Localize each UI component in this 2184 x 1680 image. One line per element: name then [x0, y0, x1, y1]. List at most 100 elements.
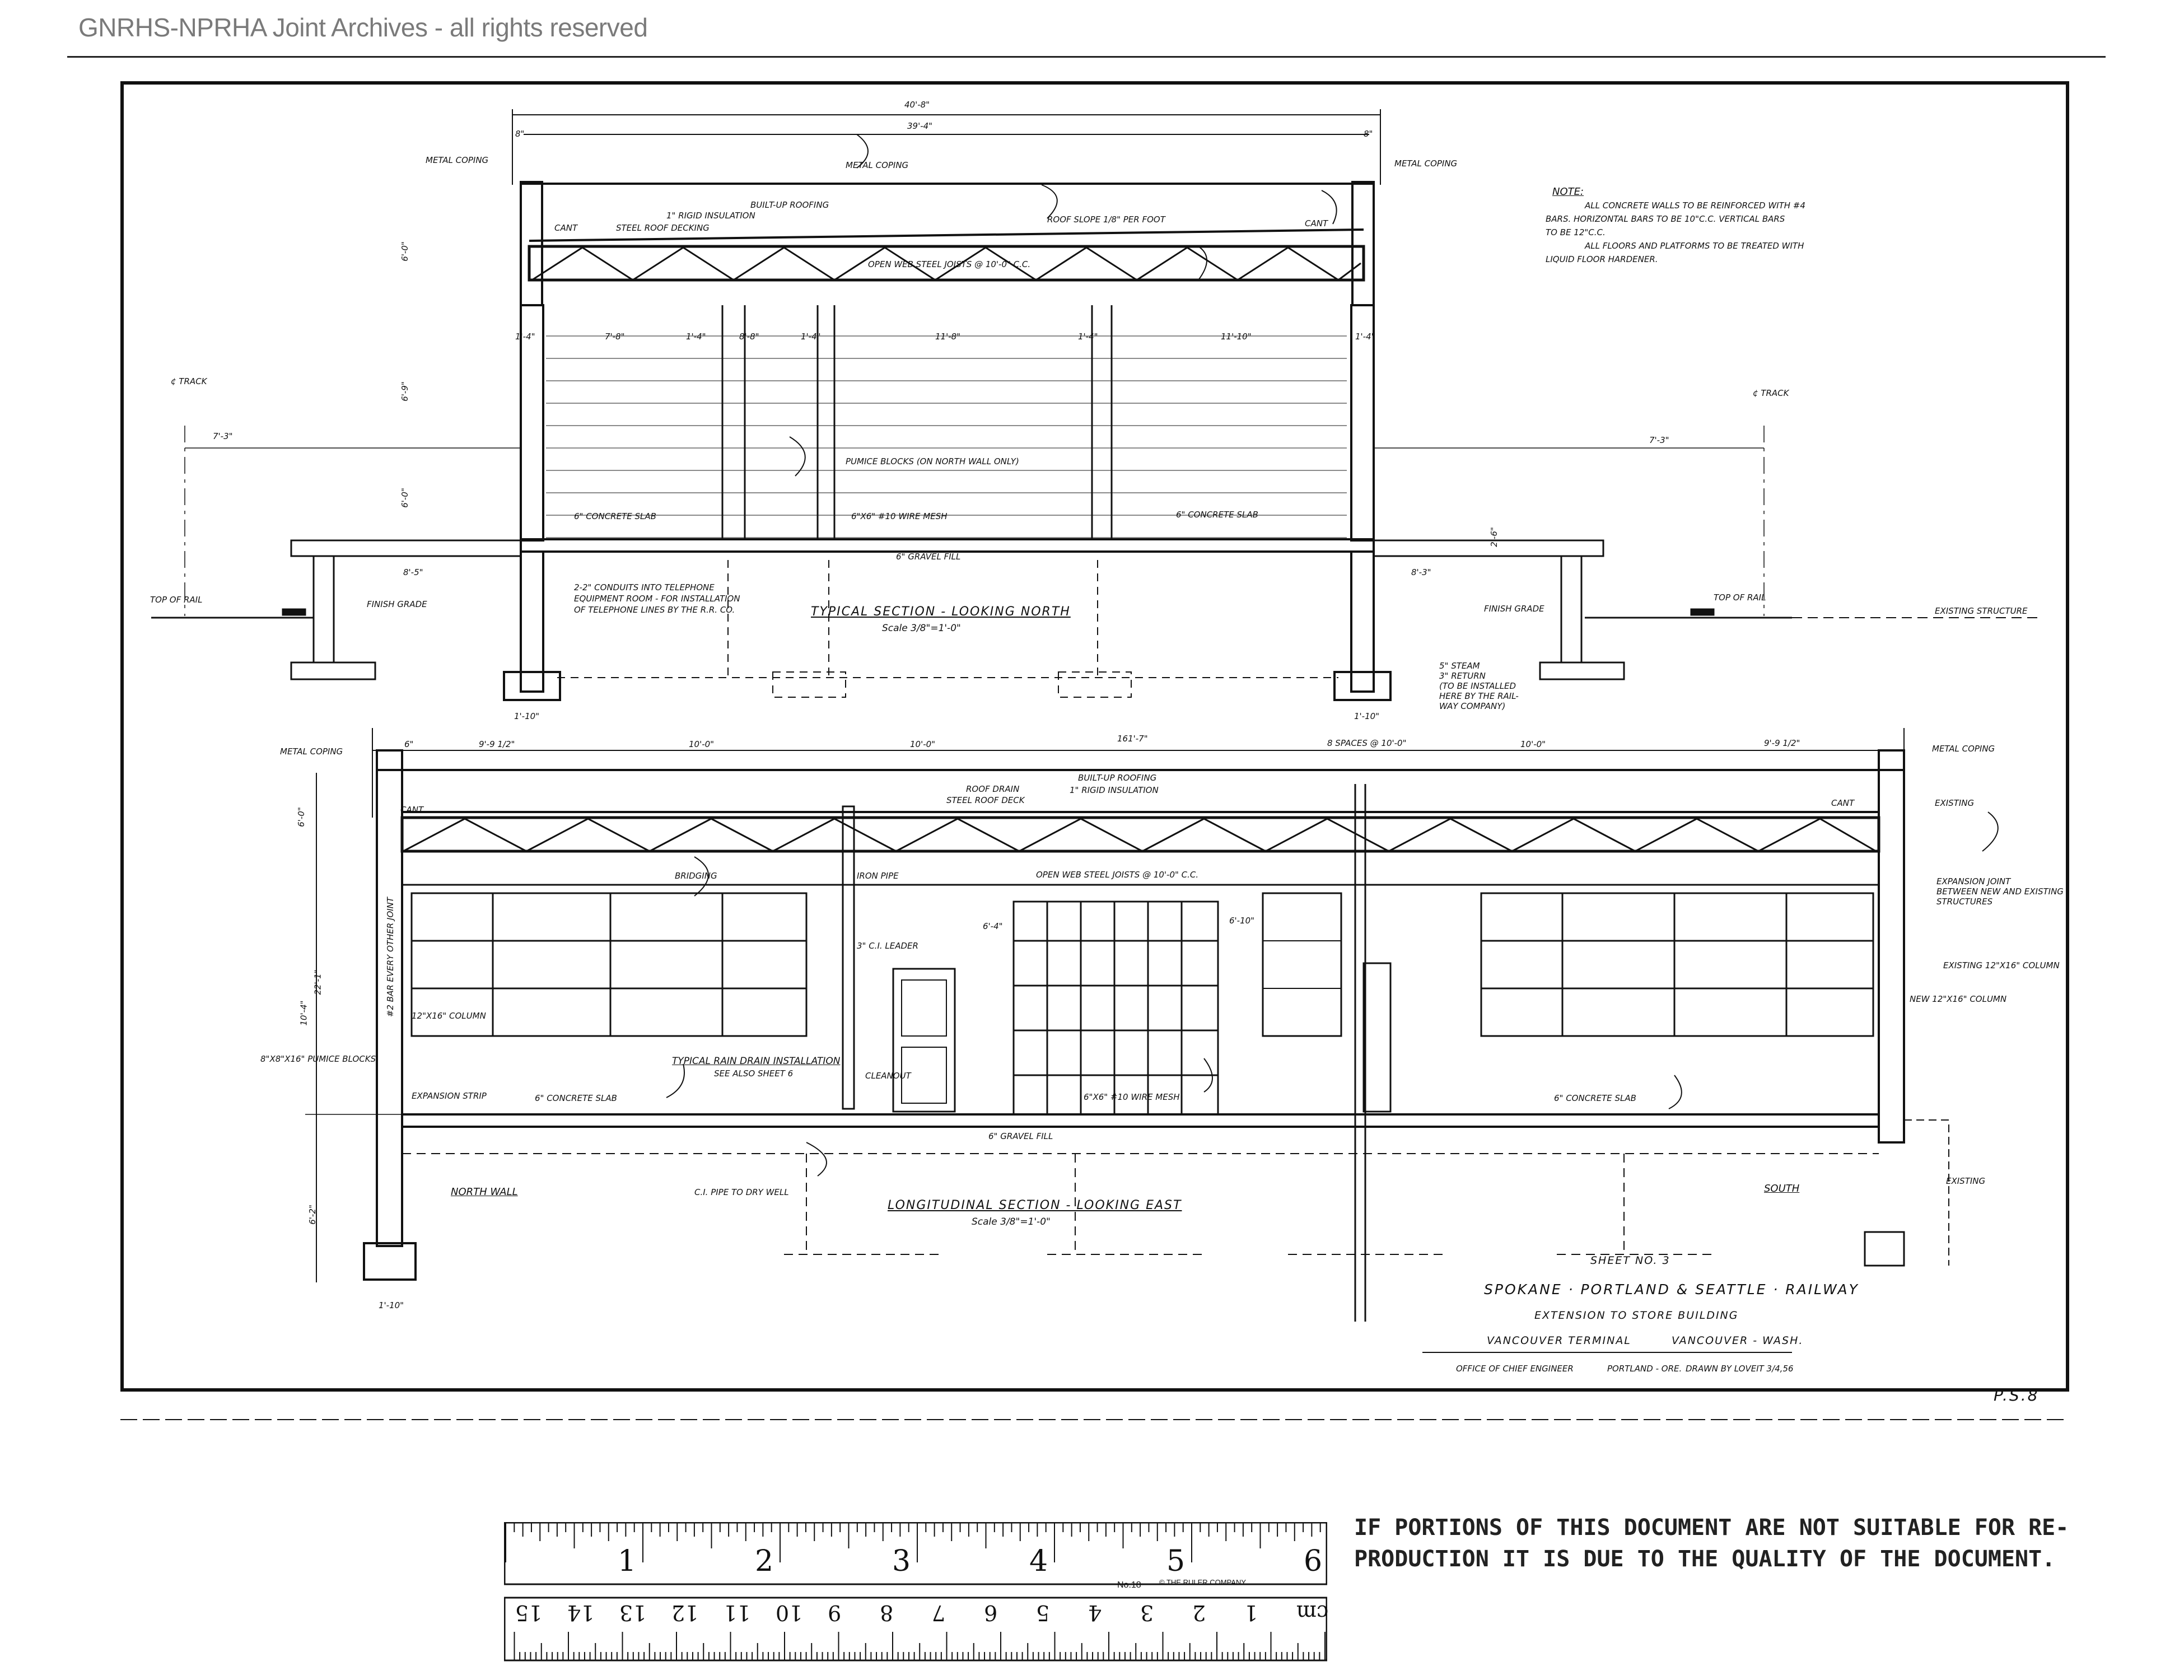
cm-label: 8 — [880, 1600, 894, 1625]
gravel-fill-east: 6" GRAVEL FILL — [988, 1131, 1053, 1141]
north-section-title: TYPICAL SECTION - LOOKING NORTH — [811, 605, 1071, 619]
gravel-fill-north: 6" GRAVEL FILL — [896, 552, 961, 562]
note-line-2: BARS. HORIZONTAL BARS TO BE 10"C.C. VERT… — [1546, 214, 1785, 224]
metal-coping-right-east: METAL COPING — [1932, 744, 1995, 754]
existing-top-east: EXISTING — [1935, 798, 1975, 808]
dim-window-height: 10'-4" — [298, 1000, 309, 1026]
drawing-number: P.S.8 — [1994, 1386, 2040, 1404]
cm-label: 7 — [932, 1600, 946, 1625]
concrete-slab-right-east: 6" CONCRETE SLAB — [1554, 1093, 1636, 1103]
steel-roof-decking: STEEL ROOF DECKING — [616, 223, 710, 233]
expansion-joint-1: EXPANSION JOINT — [1936, 876, 2011, 886]
dim-low-height: 6'-2" — [307, 1205, 318, 1225]
steam-note-1: 5" STEAM — [1439, 661, 1480, 671]
dim-height-1: 6'-0" — [399, 241, 410, 262]
cant-right-north: CANT — [1305, 218, 1328, 228]
dim-rise: 2'-6" — [1488, 527, 1499, 547]
office-name: OFFICE OF CHIEF ENGINEER — [1456, 1364, 1574, 1374]
cm-label: 5 — [1036, 1600, 1050, 1625]
inch-3: 3 — [892, 1544, 911, 1578]
dim-bay-c: 10'-0" — [1520, 739, 1546, 749]
iron-pipe-label: IRON PIPE — [857, 871, 899, 881]
concrete-slab-left-north: 6" CONCRETE SLAB — [574, 511, 656, 521]
concrete-slab-left-east: 6" CONCRETE SLAB — [535, 1093, 617, 1103]
dim-six: 6" — [404, 739, 414, 749]
concrete-slab-right-north: 6" CONCRETE SLAB — [1176, 510, 1258, 520]
stamp-line-1: IF PORTIONS OF THIS DOCUMENT ARE NOT SUI… — [1354, 1515, 2069, 1541]
note-line-4: ALL FLOORS AND PLATFORMS TO BE TREATED W… — [1585, 241, 1804, 251]
dim-depth-left: 1'-10" — [514, 711, 540, 721]
archive-header: GNRHS-NPRHA Joint Archives - all rights … — [78, 13, 648, 42]
dim-col-1: 1'-4" — [515, 332, 535, 342]
ci-pipe-label: C.I. PIPE TO DRY WELL — [694, 1187, 789, 1197]
wire-mesh-north: 6"x6" #10 WIRE MESH — [851, 511, 948, 521]
track-left: ¢ TRACK — [171, 376, 207, 386]
dim-opening: 6'-10" — [1229, 916, 1255, 926]
dim-track-left: 7'-3" — [213, 431, 233, 441]
steam-note-3: (TO BE INSTALLED — [1439, 681, 1516, 691]
dim-overall-east: 161'-7" — [1117, 734, 1148, 744]
see-sheet-6: SEE ALSO SHEET 6 — [714, 1068, 794, 1079]
expansion-strip: EXPANSION STRIP — [412, 1091, 487, 1101]
ruler-graphic — [503, 1522, 1328, 1662]
cm-label: 15 — [515, 1600, 543, 1625]
office-city: PORTLAND - ORE. — [1607, 1364, 1682, 1374]
dim-bay-2: 8'-8" — [739, 332, 759, 342]
open-web-joists-east: OPEN WEB STEEL JOISTS @ 10'-0" C.C. — [1036, 870, 1199, 880]
bridging-label: BRIDGING — [675, 871, 717, 881]
open-web-joists-north: OPEN WEB STEEL JOISTS @ 10'-0" C.C. — [868, 259, 1031, 269]
rigid-insulation-east: 1" RIGID INSULATION — [1070, 785, 1159, 795]
drawing-border — [120, 81, 2069, 1392]
conduits-note-3: OF TELEPHONE LINES BY THE R.R. CO. — [574, 605, 735, 615]
pumice-blocks-north: PUMICE BLOCKS (ON NORTH WALL ONLY) — [846, 456, 1019, 466]
dim-height-3: 6'-0" — [399, 488, 410, 508]
ci-leader: 3" C.I. LEADER — [857, 941, 918, 951]
inch-5: 5 — [1166, 1544, 1186, 1578]
roof-drain: ROOF DRAIN — [966, 784, 1020, 794]
south-label: SOUTH — [1764, 1183, 1800, 1194]
dim-platform-right: 8'-3" — [1411, 567, 1431, 577]
east-section-title: LONGITUDINAL SECTION - LOOKING EAST — [888, 1198, 1182, 1212]
inch-2: 2 — [755, 1544, 774, 1578]
dim-bay-1: 7'-8" — [605, 332, 625, 342]
conduits-note-2: EQUIPMENT ROOM - FOR INSTALLATION — [574, 594, 740, 604]
note-line-1: ALL CONCRETE WALLS TO BE REINFORCED WITH… — [1585, 200, 1805, 211]
steam-note-2: 3" RETURN — [1439, 671, 1486, 681]
metal-coping-center-north: METAL COPING — [846, 160, 909, 170]
metal-coping-left-north: METAL COPING — [426, 155, 489, 165]
finish-grade-right: FINISH GRADE — [1484, 604, 1544, 614]
inch-4: 4 — [1029, 1544, 1048, 1578]
cm-label: 2 — [1192, 1600, 1206, 1625]
north-wall-label: NORTH WALL — [451, 1186, 518, 1198]
ruler-brand: © THE RULER COMPANY — [1159, 1578, 1247, 1586]
finish-grade-left: FINISH GRADE — [367, 599, 427, 609]
dim-col-4: 1'-4" — [1355, 332, 1375, 342]
city-name: VANCOUVER - WASH. — [1672, 1334, 1804, 1347]
pumice-blocks-east: 8"x8"x16" PUMICE BLOCKS — [260, 1054, 376, 1064]
drawn-by: DRAWN BY LOVEIT 3/4,56 — [1686, 1364, 1794, 1374]
dim-height-top-east: 6'-0" — [296, 807, 306, 827]
dim-first-bay: 9'-9 1/2" — [479, 739, 515, 749]
dim-last-bay: 9'-9 1/2" — [1764, 738, 1800, 748]
dim-spaces: 8 SPACES @ 10'-0" — [1327, 738, 1407, 748]
dim-total-height: 22'-1" — [312, 969, 323, 995]
dim-bay-a: 10'-0" — [689, 739, 715, 749]
existing-column: EXISTING 12"x16" COLUMN — [1943, 960, 2060, 970]
bar-note: #2 BAR EVERY OTHER JOINT — [385, 897, 396, 1018]
conduits-note-1: 2-2" CONDUITS INTO TELEPHONE — [574, 582, 715, 592]
steel-roof-deck-east: STEEL ROOF DECK — [946, 795, 1025, 805]
existing-bottom-east: EXISTING — [1946, 1176, 1986, 1186]
dim-overall-north: 40'-8" — [904, 100, 930, 110]
metal-coping-left-east: METAL COPING — [280, 746, 343, 757]
cant-left-east: CANT — [400, 805, 424, 815]
expansion-joint-3: STRUCTURES — [1936, 897, 1993, 907]
dim-eight-left: 8" — [515, 129, 525, 139]
rigid-insulation-north: 1" RIGID INSULATION — [666, 211, 755, 221]
stamp-line-2: PRODUCTION IT IS DUE TO THE QUALITY OF T… — [1354, 1546, 2056, 1572]
project-name: EXTENSION TO STORE BUILDING — [1534, 1309, 1739, 1322]
cm-label: 1 — [1244, 1600, 1258, 1625]
cm-label: 13 — [619, 1600, 647, 1625]
wire-mesh-east: 6"x6" #10 WIRE MESH — [1084, 1092, 1180, 1102]
header-rule — [67, 56, 2106, 58]
steam-note-4: HERE BY THE RAIL- — [1439, 691, 1519, 701]
